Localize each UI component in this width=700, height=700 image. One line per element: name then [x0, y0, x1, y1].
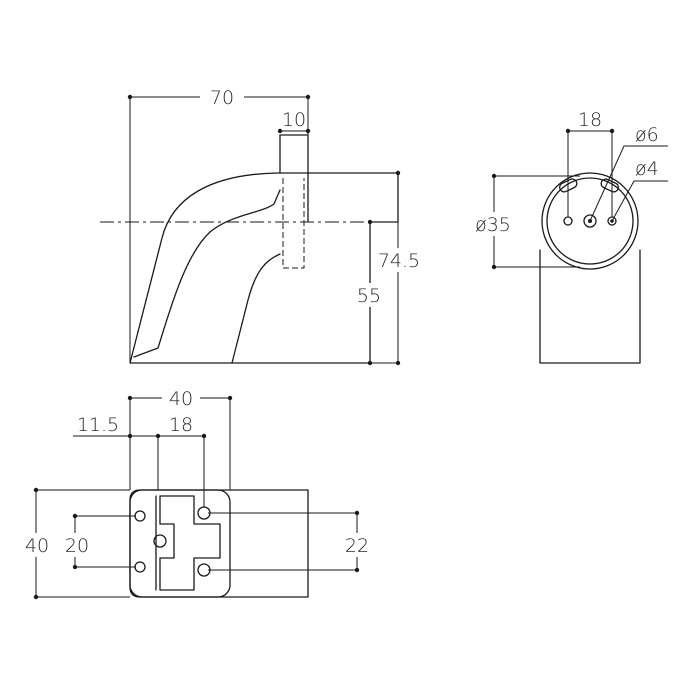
dim-label-stem-width: 10	[282, 109, 306, 131]
dim-label-hole-large: ø6	[635, 124, 659, 146]
end-view-slot-right	[600, 178, 620, 193]
label-bg	[162, 386, 200, 410]
dim-dot	[127, 395, 133, 401]
end-view-outer-circle	[541, 172, 639, 270]
label-bg	[20, 533, 54, 557]
dim-label-base-width: 40	[169, 388, 193, 410]
dim-dot	[609, 128, 615, 134]
side-view: 70 10 74.5 55	[100, 85, 422, 366]
base-view-plate	[129, 489, 231, 598]
dim-dot	[201, 433, 207, 439]
side-view-stem	[279, 134, 309, 223]
dim-dot	[227, 395, 233, 401]
side-view-inner-curve	[231, 253, 281, 364]
label-bg	[200, 85, 244, 109]
label-bg	[60, 533, 92, 557]
dim-dot	[367, 219, 373, 225]
dim-dot	[305, 128, 311, 134]
base-hole-center	[153, 534, 167, 548]
dim-dot	[395, 360, 401, 366]
end-view-inner-circle	[546, 177, 634, 265]
side-view-inner-curve-2	[133, 189, 281, 358]
dim-dot	[72, 564, 78, 570]
dim-dot	[354, 510, 360, 516]
base-view: 40 11.5 18 40 20 22	[20, 386, 374, 600]
dim-dot	[127, 433, 133, 439]
dim-dot	[305, 94, 311, 100]
end-view-hole-left	[563, 216, 573, 226]
dim-label-end-hole-spacing: 18	[578, 109, 602, 131]
dim-label-base-height: 40	[25, 535, 49, 557]
dim-dot	[565, 128, 571, 134]
dim-dot	[33, 487, 39, 493]
dim-label-end-diameter: ø35	[475, 214, 511, 236]
base-view-cross-recess	[159, 495, 221, 591]
dim-dot	[33, 594, 39, 600]
end-view: 18 ø6 ø4 ø35	[468, 109, 668, 364]
dim-label-base-right-spacing: 22	[345, 535, 369, 557]
end-view-body	[539, 249, 641, 364]
dim-label-hole-small: ø4	[635, 158, 659, 180]
dim-label-center-height: 55	[357, 285, 381, 307]
dim-dot	[127, 94, 133, 100]
label-bg	[352, 283, 386, 307]
side-view-hidden-lines	[282, 178, 305, 269]
base-hole-bottom-left	[134, 561, 146, 573]
base-view-body	[129, 489, 309, 598]
dim-dot	[491, 264, 497, 270]
end-view-slot-left	[558, 178, 578, 193]
base-hole-top-left	[134, 510, 146, 522]
dim-label-base-offset: 11.5	[77, 414, 119, 436]
dim-dot	[354, 567, 360, 573]
dim-label-base-left-spacing: 20	[65, 535, 89, 557]
dim-label-base-hole-spacing: 18	[169, 414, 193, 436]
dim-label-total-height: 74.5	[378, 250, 420, 272]
dim-label-side-width: 70	[210, 87, 234, 109]
dim-dot	[72, 513, 78, 519]
leader-line-dia-6	[589, 145, 668, 222]
dim-dot	[277, 128, 283, 134]
label-bg	[340, 533, 374, 557]
dim-dot	[395, 170, 401, 176]
end-view-hole-center	[583, 214, 597, 228]
dim-line-11-5	[73, 435, 159, 490]
label-bg	[468, 212, 518, 236]
dim-dot	[491, 173, 497, 179]
label-bg	[376, 248, 422, 272]
dim-dot	[367, 360, 373, 366]
side-view-outline	[129, 172, 399, 364]
leader-line-dia-4	[611, 180, 668, 222]
